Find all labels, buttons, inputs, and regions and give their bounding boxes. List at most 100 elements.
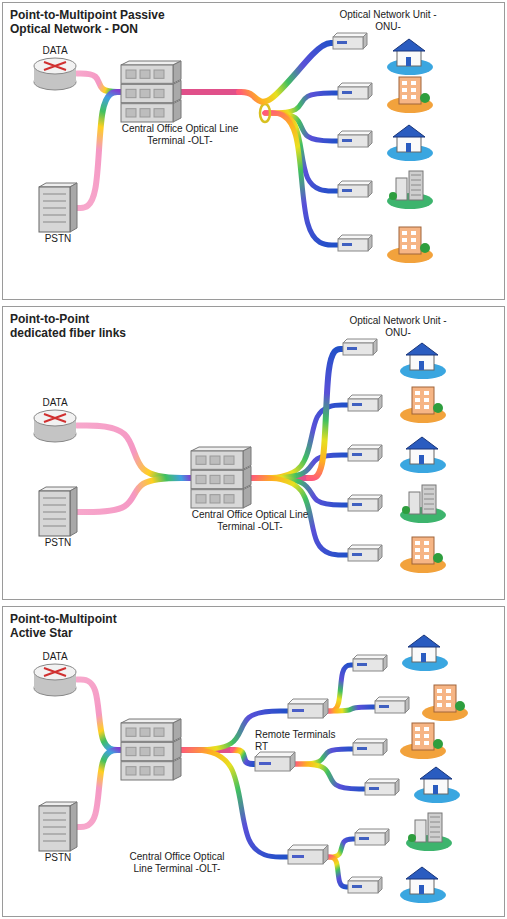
building-window (415, 391, 420, 395)
house-roof (406, 437, 438, 449)
building-window (402, 88, 407, 92)
olt-rack: Central Office Optical Line Terminal -OL… (121, 719, 233, 874)
onu-badge (342, 243, 352, 246)
building-window (415, 555, 420, 559)
node-label: Central Office Optical Line Terminal -OL… (191, 509, 309, 532)
house-body (397, 136, 421, 152)
rack-slot (210, 495, 220, 503)
pstn-server-icon (39, 183, 77, 233)
server-slot (43, 505, 66, 506)
rack-side (173, 758, 181, 780)
rack-slot (210, 456, 220, 464)
onu-front (348, 549, 378, 561)
data-router: DATA (33, 397, 77, 443)
rack-side (173, 738, 181, 760)
rack-slot (196, 456, 206, 464)
building-window (415, 541, 420, 545)
tower-floor (424, 504, 434, 505)
rt-badge (292, 855, 304, 858)
onu-top (365, 779, 399, 783)
onu-top (343, 339, 377, 343)
rack-slot (126, 89, 136, 97)
router-top (34, 410, 76, 426)
onu-front (343, 343, 373, 355)
tower-high (422, 485, 436, 514)
rt-top (288, 845, 328, 850)
server-side (70, 802, 77, 851)
house-door (406, 143, 411, 152)
server-slot (43, 820, 66, 821)
data-router-icon (33, 409, 77, 443)
house-roof (406, 343, 438, 355)
panel-heading: Point-to-Multipoint Passive Optical Netw… (10, 8, 200, 37)
building-window (402, 95, 407, 99)
tower-low (409, 492, 420, 514)
house-body (397, 50, 421, 66)
onu-badge (352, 453, 362, 456)
rack-slot (140, 728, 150, 736)
rack-top (121, 61, 181, 65)
rack-slot (224, 495, 234, 503)
rack-slot (140, 89, 150, 97)
onu-front (338, 239, 368, 251)
rack-slot (196, 475, 206, 483)
onu-side (363, 33, 367, 49)
house-door (419, 885, 424, 894)
onu-top (338, 131, 372, 135)
tower-floor (424, 489, 434, 490)
rack-unit (191, 470, 243, 488)
fiber-connector (77, 680, 121, 751)
onu-front (348, 499, 378, 511)
fiber-connector (77, 750, 121, 827)
rt-side (323, 845, 328, 864)
server-slot (43, 827, 66, 828)
rack-slot (140, 767, 150, 775)
building-window (415, 727, 420, 731)
router-top (34, 58, 76, 74)
onu-top (355, 829, 389, 833)
onu-side (383, 655, 387, 671)
rack-slot (224, 456, 234, 464)
tree (420, 93, 430, 103)
rack-slot (196, 495, 206, 503)
rack-slot (126, 747, 136, 755)
building-window (411, 231, 416, 235)
rack-unit (121, 104, 173, 122)
building-window (411, 88, 416, 92)
building-body (399, 77, 421, 104)
remote-terminal-icon (255, 752, 297, 776)
onu-side (368, 235, 372, 251)
rack-unit (121, 762, 173, 780)
fiber-connector (77, 478, 191, 512)
tower-floor (424, 494, 434, 495)
rack-side (173, 100, 181, 122)
onu-badge (352, 885, 362, 888)
house-door (419, 361, 424, 370)
optical-fiber (328, 839, 355, 857)
house-door (406, 57, 411, 66)
optical-splitter (260, 104, 270, 122)
router-top (34, 664, 76, 680)
rt-front (288, 704, 323, 718)
onu-side (378, 445, 382, 461)
building-window (411, 238, 416, 242)
building-window (424, 727, 429, 731)
building-window (402, 81, 407, 85)
rack-top (121, 719, 181, 723)
onu-side (378, 495, 382, 511)
building-window (424, 391, 429, 395)
onu-device: Optical Network Unit -ONU- (343, 315, 453, 360)
onu-front (338, 185, 368, 197)
rack-slot (154, 728, 164, 736)
onu-side (368, 83, 372, 99)
tower-low (396, 178, 407, 200)
rt-badge (292, 709, 304, 712)
pstn-server-icon (39, 487, 77, 537)
onu-front (348, 881, 378, 893)
fiber-connector (239, 43, 333, 102)
building-body (434, 685, 456, 712)
server-slot (43, 519, 66, 520)
server-side (70, 487, 77, 536)
house-roof (393, 125, 425, 137)
